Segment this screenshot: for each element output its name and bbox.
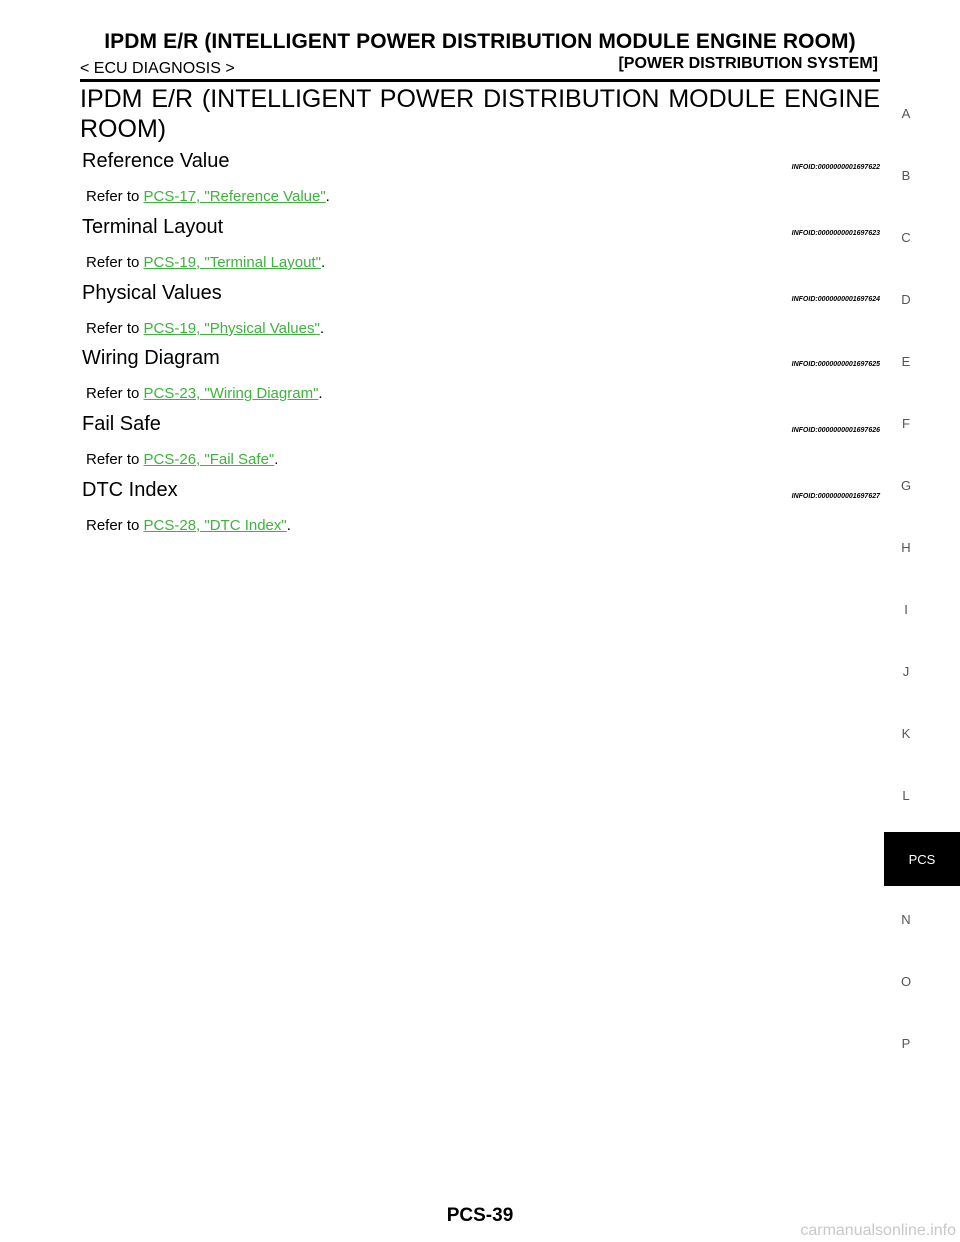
period: . xyxy=(325,188,330,205)
reference-value-link[interactable]: PCS-17, "Reference Value" xyxy=(143,188,326,205)
tab-j[interactable]: J xyxy=(902,664,910,679)
tab-n[interactable]: N xyxy=(901,912,911,927)
dtc-index-link[interactable]: PCS-28, "DTC Index" xyxy=(143,517,287,534)
info-id: INFOID:0000000001697625 xyxy=(791,361,880,368)
wiring-diagram-link[interactable]: PCS-23, "Wiring Diagram" xyxy=(143,385,319,402)
page-title: IPDM E/R (INTELLIGENT POWER DISTRIBUTION… xyxy=(80,85,880,143)
section-body: Refer to PCS-17, "Reference Value". xyxy=(86,188,330,205)
refer-text: Refer to xyxy=(86,254,144,271)
section-physical-values: Physical Values INFOID:0000000001697624 … xyxy=(82,282,880,337)
section-title: Reference Value xyxy=(82,150,230,172)
page-header-title: IPDM E/R (INTELLIGENT POWER DISTRIBUTION… xyxy=(104,30,856,53)
section-dtc-index: DTC Index INFOID:0000000001697627 Refer … xyxy=(82,479,880,534)
info-id: INFOID:0000000001697624 xyxy=(791,296,880,303)
section-reference-value: Reference Value INFOID:0000000001697622 … xyxy=(82,150,880,205)
refer-text: Refer to xyxy=(86,320,144,337)
refer-text: Refer to xyxy=(86,517,144,534)
tab-h[interactable]: H xyxy=(901,540,911,555)
tab-b[interactable]: B xyxy=(901,168,911,183)
section-terminal-layout: Terminal Layout INFOID:0000000001697623 … xyxy=(82,216,880,271)
page-number: PCS-39 xyxy=(446,1205,514,1226)
section-title: Physical Values xyxy=(82,282,222,304)
section-title: Fail Safe xyxy=(82,413,161,435)
section-fail-safe: Fail Safe INFOID:0000000001697626 Refer … xyxy=(82,413,880,468)
refer-text: Refer to xyxy=(86,385,144,402)
header-divider xyxy=(80,79,880,82)
refer-text: Refer to xyxy=(86,188,144,205)
tab-pcs-active[interactable]: PCS xyxy=(884,832,960,886)
tab-f[interactable]: F xyxy=(902,416,910,431)
info-id: INFOID:0000000001697627 xyxy=(791,493,880,500)
tab-e[interactable]: E xyxy=(901,354,911,369)
system-label: [POWER DISTRIBUTION SYSTEM] xyxy=(618,55,878,72)
period: . xyxy=(286,517,291,534)
period: . xyxy=(320,254,326,271)
breadcrumb: < ECU DIAGNOSIS > xyxy=(80,60,235,77)
section-body: Refer to PCS-19, "Terminal Layout". xyxy=(86,254,325,271)
section-body: Refer to PCS-23, "Wiring Diagram". xyxy=(86,385,323,402)
tab-l[interactable]: L xyxy=(902,788,910,803)
tab-g[interactable]: G xyxy=(900,478,912,493)
physical-values-link[interactable]: PCS-19, "Physical Values" xyxy=(143,320,320,337)
tab-a[interactable]: A xyxy=(901,106,911,121)
tab-k[interactable]: K xyxy=(901,726,911,741)
section-tab-index: A B C D E F G H I J K L PCS N O P xyxy=(884,0,960,1242)
fail-safe-link[interactable]: PCS-26, "Fail Safe" xyxy=(143,451,275,468)
section-wiring-diagram: Wiring Diagram INFOID:0000000001697625 R… xyxy=(82,347,880,402)
watermark: carmanualsonline.info xyxy=(800,1222,956,1239)
period: . xyxy=(318,385,323,402)
period: . xyxy=(274,451,279,468)
info-id: INFOID:0000000001697623 xyxy=(791,230,880,237)
section-title: DTC Index xyxy=(82,479,178,501)
tab-d[interactable]: D xyxy=(901,292,911,307)
terminal-layout-link[interactable]: PCS-19, "Terminal Layout" xyxy=(143,254,321,271)
tab-c[interactable]: C xyxy=(901,230,911,245)
section-body: Refer to PCS-28, "DTC Index". xyxy=(86,517,291,534)
period: . xyxy=(319,320,324,337)
info-id: INFOID:0000000001697626 xyxy=(791,427,880,434)
section-title: Wiring Diagram xyxy=(82,347,220,369)
section-body: Refer to PCS-19, "Physical Values". xyxy=(86,320,324,337)
info-id: INFOID:0000000001697622 xyxy=(791,164,880,171)
tab-o[interactable]: O xyxy=(900,974,912,989)
tab-p[interactable]: P xyxy=(901,1036,911,1051)
tab-i[interactable]: I xyxy=(904,602,908,617)
section-title: Terminal Layout xyxy=(82,216,224,238)
refer-text: Refer to xyxy=(86,451,144,468)
section-body: Refer to PCS-26, "Fail Safe". xyxy=(86,451,278,468)
